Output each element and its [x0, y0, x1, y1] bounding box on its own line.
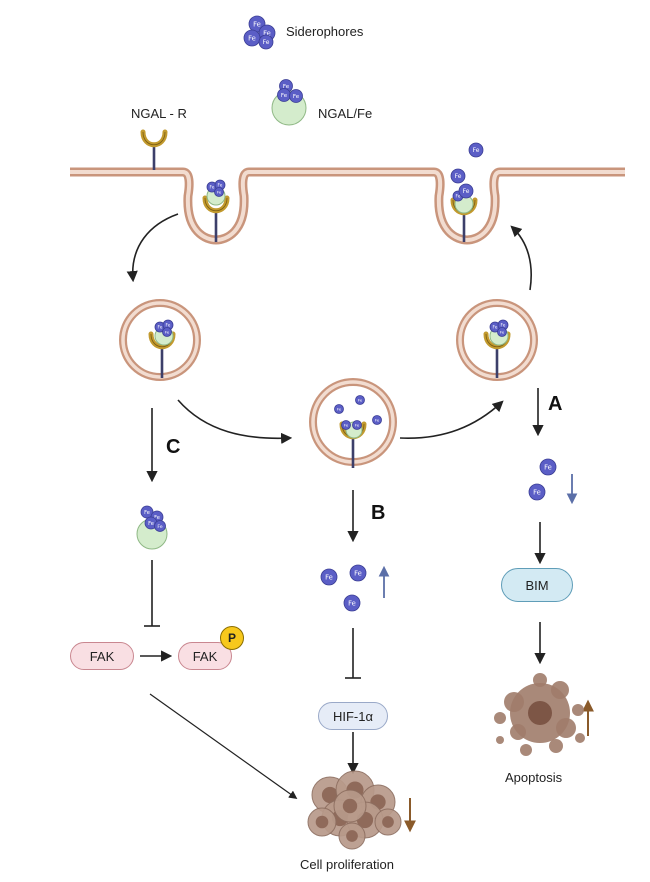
- iron-atom-icon: Fe: [289, 89, 303, 103]
- iron-atom-icon: Fe: [341, 420, 351, 430]
- receptor-icon: [140, 129, 168, 170]
- iron-atom-icon: Fe: [154, 520, 166, 532]
- svg-text:Fe: Fe: [456, 194, 461, 200]
- phosphate-badge: P: [220, 626, 244, 650]
- apoptotic-nucleus: [528, 701, 552, 725]
- iron-atom-icon: Fe: [528, 483, 546, 501]
- svg-text:Fe: Fe: [533, 489, 541, 497]
- pathway-c-label: C: [166, 436, 181, 458]
- svg-text:Fe: Fe: [455, 173, 462, 180]
- pit-receptor-icon: Fe: [450, 190, 478, 242]
- iron-atom-icon: Fe: [140, 505, 154, 519]
- iron-atom-icon: Fe: [214, 187, 224, 197]
- iron-atom-icon: Fe: [154, 321, 166, 333]
- ngal-receptor-icon: [140, 129, 168, 170]
- svg-text:Fe: Fe: [165, 329, 170, 334]
- svg-text:Fe: Fe: [358, 397, 363, 402]
- iron-atom-icon: Fe: [497, 327, 507, 337]
- iron-atom-icon: Fe: [539, 458, 557, 476]
- iron-atom-icon: Fe: [372, 415, 382, 425]
- phospho-fak-node: FAK: [178, 642, 232, 670]
- svg-text:Fe: Fe: [501, 323, 506, 329]
- iron-atom-icon: Fe: [450, 168, 466, 184]
- receptor-icon: [202, 195, 230, 242]
- svg-text:Fe: Fe: [500, 329, 505, 334]
- svg-text:Fe: Fe: [355, 422, 360, 427]
- iron-atom-icon: Fe: [334, 404, 344, 414]
- svg-text:Fe: Fe: [544, 464, 552, 472]
- svg-text:Fe: Fe: [473, 147, 480, 154]
- svg-text:Fe: Fe: [493, 325, 498, 331]
- svg-text:Fe: Fe: [263, 39, 270, 46]
- svg-text:Fe: Fe: [253, 21, 261, 29]
- svg-text:Fe: Fe: [154, 515, 160, 521]
- iron-inhibits-hif: [345, 628, 361, 679]
- svg-text:Fe: Fe: [218, 183, 223, 189]
- svg-text:Fe: Fe: [281, 93, 288, 99]
- pathway-a-label: A: [548, 393, 563, 415]
- svg-text:Fe: Fe: [337, 406, 342, 411]
- svg-text:Fe: Fe: [293, 94, 300, 100]
- endocytosis-arrow: [126, 213, 179, 283]
- svg-text:Fe: Fe: [210, 185, 215, 191]
- svg-text:Fe: Fe: [344, 422, 349, 427]
- svg-text:Fe: Fe: [157, 524, 162, 530]
- fak-to-proliferation-arrow: [149, 693, 298, 799]
- plasma-membrane: [70, 167, 625, 245]
- svg-text:Fe: Fe: [375, 417, 380, 422]
- iron-atom-icon: Fe: [468, 142, 484, 158]
- siderophores-label: Siderophores: [286, 24, 364, 39]
- iron-atom-icon: Fe: [320, 568, 338, 586]
- svg-text:Fe: Fe: [325, 574, 333, 582]
- iron-atom-icon: Fe: [277, 88, 291, 102]
- svg-text:Fe: Fe: [263, 30, 271, 38]
- svg-text:Fe: Fe: [283, 84, 290, 90]
- iron-atom-icon: Fe: [349, 564, 367, 582]
- ngal-r-label: NGAL - R: [131, 106, 187, 121]
- pathway-b-label: B: [371, 502, 386, 524]
- iron-atom-icon: Fe: [258, 34, 274, 50]
- svg-text:Fe: Fe: [348, 600, 356, 608]
- svg-text:Fe: Fe: [217, 189, 222, 194]
- iron-atom-icon: Fe: [343, 594, 361, 612]
- iron-atom-icon: Fe: [458, 183, 474, 199]
- svg-text:Fe: Fe: [463, 188, 470, 195]
- svg-text:Fe: Fe: [354, 570, 362, 578]
- trafficking-arrow: [399, 400, 504, 439]
- bim-node: BIM: [501, 568, 573, 602]
- cell-proliferation-label: Cell proliferation: [300, 857, 394, 872]
- svg-text:Fe: Fe: [148, 521, 154, 527]
- iron-atom-icon: Fe: [352, 420, 362, 430]
- svg-text:Fe: Fe: [166, 323, 171, 329]
- recycling-arrow: [510, 225, 532, 291]
- fak-node: FAK: [70, 642, 134, 670]
- iron-atom-icon: Fe: [355, 395, 365, 405]
- trafficking-arrow: [177, 399, 293, 444]
- svg-text:Fe: Fe: [248, 35, 256, 43]
- ngal-inhibits-fak: [144, 560, 160, 627]
- ngal-fe-label: NGAL/Fe: [318, 106, 373, 121]
- iron-atom-icon: Fe: [162, 327, 172, 337]
- hif-node: HIF-1α: [318, 702, 388, 730]
- apoptotic-cell-icon: [494, 673, 585, 756]
- apoptosis-label: Apoptosis: [505, 770, 563, 785]
- proliferating-cells-icon: [307, 770, 402, 850]
- svg-text:Fe: Fe: [144, 510, 150, 516]
- iron-atom-icon: Fe: [243, 29, 261, 47]
- svg-text:Fe: Fe: [158, 325, 163, 331]
